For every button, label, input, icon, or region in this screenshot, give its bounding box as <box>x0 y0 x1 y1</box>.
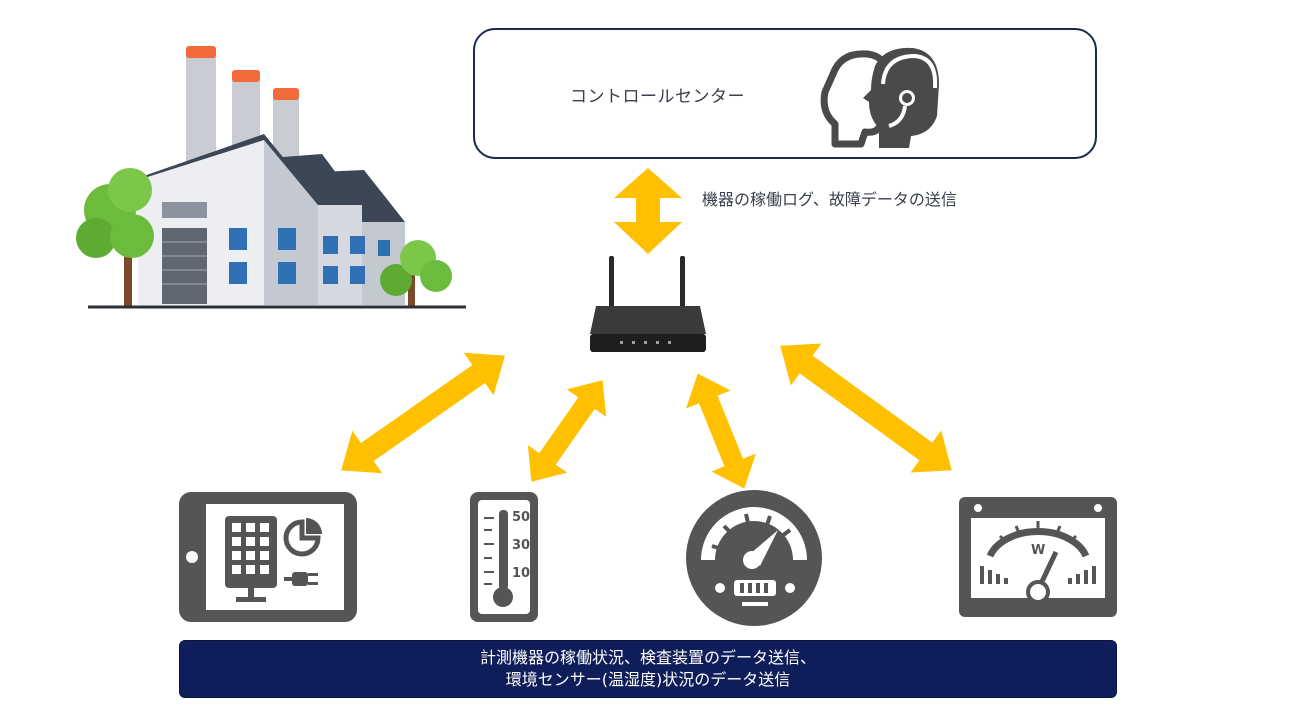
tablet-solar-icon <box>179 492 357 622</box>
wattmeter-icon <box>959 497 1117 617</box>
gauge-meter-icon <box>686 490 822 626</box>
thermo-tick-10: 10 <box>512 566 531 581</box>
banner-line-2: 環境センサー(温湿度)状況のデータ送信 <box>505 670 791 689</box>
arrow-tablet <box>341 352 505 474</box>
control-center-box: コントロールセンター <box>473 28 1097 159</box>
thermo-tick-50: 50 <box>512 510 531 525</box>
thermo-tick-30: 30 <box>512 538 531 553</box>
control-center-label: コントロールセンター <box>570 87 745 107</box>
router-icon <box>590 256 706 352</box>
uplink-label: 機器の稼働ログ、故障データの送信 <box>702 190 957 209</box>
arrow-wattmeter <box>780 343 952 473</box>
arrow-gauge <box>686 373 756 489</box>
wattmeter-label: W <box>1031 543 1046 558</box>
thermometer-icon <box>470 492 538 622</box>
banner-line-1: 計測機器の稼働状況、検査装置のデータ送信、 <box>479 648 816 667</box>
data-transmission-banner: 計測機器の稼働状況、検査装置のデータ送信、 環境センサー(温湿度)状況のデータ送… <box>179 640 1117 698</box>
uplink-arrow <box>614 168 682 254</box>
arrow-thermometer <box>527 380 607 482</box>
operator-headset-icon <box>820 47 939 148</box>
